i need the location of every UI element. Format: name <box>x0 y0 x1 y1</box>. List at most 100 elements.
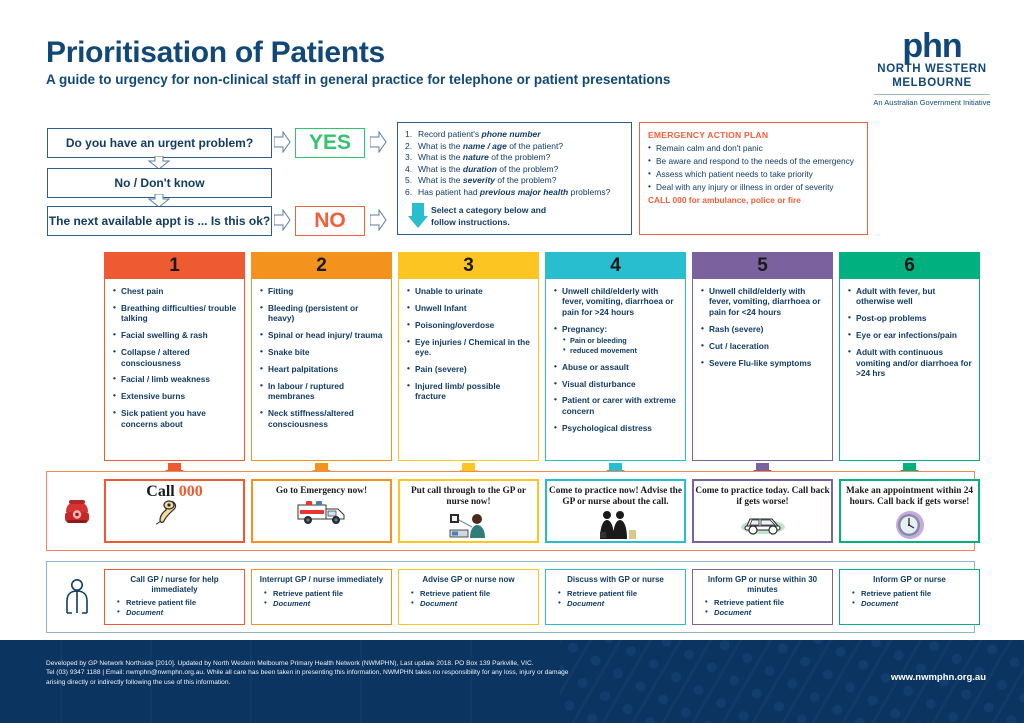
instruction-cell-6[interactable]: Inform GP or nurseRetrieve patient fileD… <box>839 569 980 625</box>
category-symptom-panel: Chest painBreathing difficulties/ troubl… <box>104 279 245 461</box>
symptom-item: Adult with fever, but otherwise well <box>847 285 974 307</box>
action-cell-5[interactable]: Come to practice today. Call back if get… <box>692 479 833 543</box>
emergency-call-line: CALL 000 for ambulance, police or fire <box>648 195 801 206</box>
footer-line-3: arising directly or indirectly following… <box>46 678 231 686</box>
instruction-item: Document <box>550 598 681 609</box>
logo-tagline: An Australian Government Initiative <box>873 97 991 107</box>
instruction-cell-2[interactable]: Interrupt GP / nurse immediatelyRetrieve… <box>251 569 392 625</box>
action-cell-6[interactable]: Make an appointment within 24 hours. Cal… <box>839 479 980 543</box>
question-number: 6. <box>405 186 413 197</box>
page-subtitle: A guide to urgency for non-clinical staf… <box>46 72 671 87</box>
symptom-subitem: Pain or bleeding <box>562 335 680 345</box>
instruction-cell-5[interactable]: Inform GP or nurse within 30 minutesRetr… <box>692 569 833 625</box>
question-number: 5. <box>405 175 413 186</box>
symptom-item: Breathing difficulties/ trouble talking <box>112 302 239 324</box>
symptom-item: Patient or carer with extreme concern <box>553 394 680 416</box>
intake-question-item: 3. What is the nature of the problem? <box>405 152 624 164</box>
flow-answer-yes: YES <box>295 128 365 158</box>
emergency-step-item: Deal with any injury or illness in order… <box>648 181 859 193</box>
symptom-item: Unable to urinate <box>406 285 533 296</box>
symptom-item: Collapse / altered consciousness <box>112 346 239 368</box>
instruction-cell-4[interactable]: Discuss with GP or nurseRetrieve patient… <box>545 569 686 625</box>
symptom-item: Extensive burns <box>112 390 239 401</box>
symptom-item: Facial swelling & rash <box>112 329 239 340</box>
category-column-1[interactable]: 1Chest painBreathing difficulties/ troub… <box>104 252 245 461</box>
action-text: Go to Emergency now! <box>275 486 368 496</box>
instruction-cell-1[interactable]: Call GP / nurse for help immediatelyRetr… <box>104 569 245 625</box>
symptom-item: Pain (severe) <box>406 363 533 374</box>
instruction-item: Document <box>256 598 387 609</box>
category-column-6[interactable]: 6Adult with fever, but otherwise wellPos… <box>839 252 980 461</box>
select-category-instruction: Select a category below and follow instr… <box>431 204 546 228</box>
instruction-title: Inform GP or nurse <box>873 575 946 584</box>
symptom-item: Pregnancy:Pain or bleedingreduced moveme… <box>553 323 680 355</box>
intake-question-item: 5.What is the severity of the problem? <box>405 175 624 187</box>
category-flow-arrow-icon <box>164 463 185 479</box>
action-cell-1[interactable]: Call 000 <box>104 479 245 543</box>
symptom-item: Rash (severe) <box>700 323 827 334</box>
question-number: 2. <box>405 140 413 151</box>
footer-disclaimer: Developed by GP Network Northside [2010]… <box>46 659 666 687</box>
symptom-list: Adult with fever, but otherwise wellPost… <box>847 285 974 378</box>
category-flow-arrow-icon <box>458 463 479 479</box>
emergency-step-item: Remain calm and don't panic <box>648 142 859 154</box>
ambulance-icon <box>294 499 350 532</box>
footer-line-1: Developed by GP Network Northside [2010]… <box>46 660 534 667</box>
symptom-item: Snake bite <box>259 346 386 357</box>
instruction-item: Document <box>109 607 240 618</box>
select-category-line1: Select a category below and <box>431 205 547 215</box>
action-text: Put call through to the GP or nurse now! <box>410 486 526 507</box>
emergency-panel-title: EMERGENCY ACTION PLAN <box>648 130 769 140</box>
instruction-title: Advise GP or nurse now <box>422 575 515 584</box>
category-flow-arrow-icon <box>752 463 773 479</box>
action-text: Make an appointment within 24 hours. Cal… <box>845 486 974 507</box>
category-flow-arrow-icon <box>311 463 332 479</box>
clock-icon <box>895 510 925 545</box>
question-text: What is the nature of the problem? <box>418 152 551 163</box>
action-cell-3[interactable]: Put call through to the GP or nurse now! <box>398 479 539 543</box>
category-number-badge: 3 <box>398 252 539 279</box>
symptom-item: Neck stiffness/altered consciousness <box>259 407 386 429</box>
category-column-3[interactable]: 3Unable to urinateUnwell InfantPoisoning… <box>398 252 539 461</box>
footer-website-link[interactable]: www.nwmphn.org.au <box>890 672 986 683</box>
page-header: Prioritisation of Patients A guide to ur… <box>0 0 1024 115</box>
category-column-5[interactable]: 5Unwell child/elderly with fever, vomiti… <box>692 252 833 461</box>
symptom-item: Visual disturbance <box>553 377 680 389</box>
flow-question-urgent: Do you have an urgent problem? <box>47 128 272 158</box>
category-column-4[interactable]: 4Unwell child/elderly with fever, vomiti… <box>545 252 686 461</box>
symptom-item: Severe Flu-like symptoms <box>700 356 827 368</box>
symptom-item: Abuse or assault <box>553 361 680 372</box>
flow-down-arrow-1 <box>148 156 170 170</box>
action-text: Come to practice today. Call back if get… <box>695 486 830 507</box>
category-number-badge: 6 <box>839 252 980 279</box>
red-telephone-icon <box>52 482 102 540</box>
instruction-list: Retrieve patient fileDocument <box>550 588 681 609</box>
action-cell-2[interactable]: Go to Emergency now! <box>251 479 392 543</box>
instruction-item: Document <box>403 598 534 609</box>
flow-question-next-appt: The next available appt is ... Is this o… <box>47 206 272 236</box>
person-icon <box>55 572 99 622</box>
instruction-cell-3[interactable]: Advise GP or nurse nowRetrieve patient f… <box>398 569 539 625</box>
category-symptom-panel: Unwell child/elderly with fever, vomitin… <box>692 279 833 461</box>
instruction-list: Retrieve patient fileDocument <box>109 597 240 618</box>
question-text: Has patient had previous major health pr… <box>418 186 611 197</box>
instruction-title: Call GP / nurse for help immediately <box>130 575 219 594</box>
question-text: Record patient's phone number <box>418 129 541 139</box>
symptom-item: Sick patient you have concerns about <box>112 407 239 429</box>
instruction-list: Retrieve patient fileDocument <box>403 588 534 609</box>
question-number: 3. <box>405 152 413 163</box>
symptom-item: Heart palpitations <box>259 363 386 374</box>
car-icon <box>739 510 787 541</box>
action-cell-4[interactable]: Come to practice now! Advise the GP or n… <box>545 479 686 543</box>
question-number: 1. <box>405 129 413 139</box>
instruction-item: Retrieve patient file <box>697 597 828 608</box>
telephone-handset-icon <box>155 499 194 530</box>
instruction-title: Discuss with GP or nurse <box>567 575 664 584</box>
intake-question-item: 2.What is the name / age of the patient? <box>405 141 624 153</box>
category-column-2[interactable]: 2FittingBleeding (persistent or heavy)Sp… <box>251 252 392 461</box>
symptom-item: Adult with continuous vomiting and/or di… <box>847 346 974 378</box>
symptom-list: FittingBleeding (persistent or heavy)Spi… <box>259 285 386 429</box>
